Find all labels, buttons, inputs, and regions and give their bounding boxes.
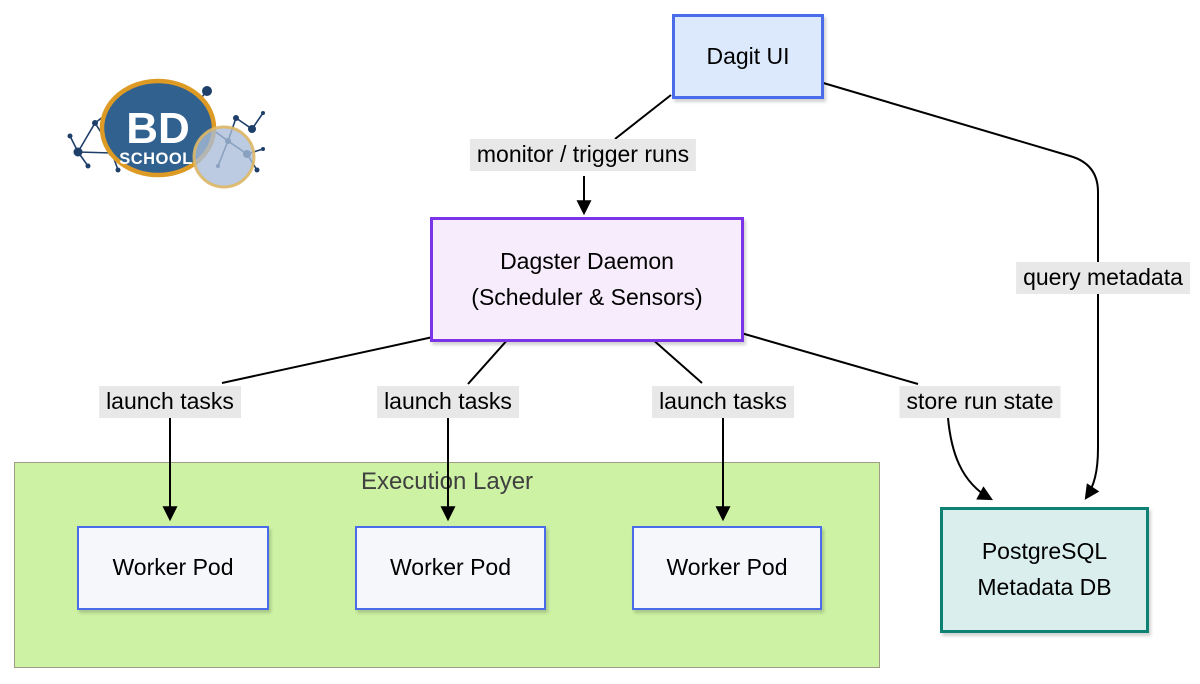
dagit-ui-node: Dagit UI <box>672 14 824 99</box>
edge-dagit-to-postgres <box>819 81 1100 500</box>
worker-pod-label: Worker Pod <box>112 554 234 581</box>
edge-label-monitor-trigger-runs: monitor / trigger runs <box>469 139 697 171</box>
daemon-label-line1: Dagster Daemon <box>500 247 674 274</box>
edge-label-launch-tasks-2: launch tasks <box>377 386 519 418</box>
worker-pod-node-2: Worker Pod <box>355 526 546 610</box>
bd-school-logo: BD SCHOOL <box>67 78 265 189</box>
dagster-daemon-node: Dagster Daemon (Scheduler & Sensors) <box>430 217 744 342</box>
worker-pod-label: Worker Pod <box>666 554 788 581</box>
worker-pod-label: Worker Pod <box>389 554 511 581</box>
postgres-label-line1: PostgreSQL <box>981 538 1108 565</box>
logo-text-bd: BD <box>126 104 190 153</box>
edge-label-store-run-state: store run state <box>899 386 1061 418</box>
daemon-label-line2: (Scheduler & Sensors) <box>471 283 703 310</box>
postgres-label-line2: Metadata DB <box>977 574 1112 600</box>
worker-pod-node-3: Worker Pod <box>632 526 822 610</box>
dagit-ui-label: Dagit UI <box>706 42 790 69</box>
edge-label-launch-tasks-1: launch tasks <box>99 386 241 418</box>
edge-daemon-to-pod3 <box>650 337 731 522</box>
worker-pod-node-1: Worker Pod <box>77 526 269 610</box>
edge-daemon-to-pod1 <box>162 336 434 522</box>
edge-daemon-to-pod2 <box>440 337 510 522</box>
edge-dagit-to-daemon <box>576 94 672 216</box>
edge-label-query-metadata: query metadata <box>1016 262 1190 294</box>
execution-layer-title: Execution Layer <box>360 468 534 495</box>
edge-label-launch-tasks-3: launch tasks <box>652 386 794 418</box>
postgres-metadata-db-node: PostgreSQL Metadata DB <box>940 507 1149 633</box>
logo-secondary-circle <box>192 125 256 189</box>
logo-text-school: SCHOOL <box>119 150 193 168</box>
edge-daemon-to-postgres <box>740 332 993 501</box>
